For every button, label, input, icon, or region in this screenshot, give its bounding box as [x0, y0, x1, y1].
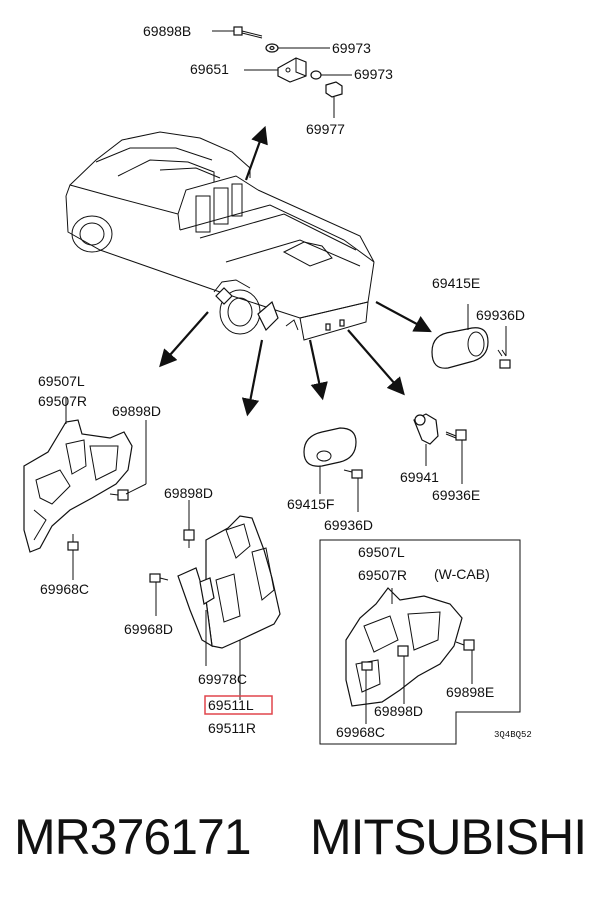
bolt-69898D-center-icon	[183, 529, 195, 548]
nut-69977-icon	[325, 81, 343, 98]
label-69898D-center: 69898D	[164, 485, 213, 501]
label-69507R-left: 69507R	[38, 393, 87, 409]
label-69898D-inset: 69898D	[374, 703, 423, 719]
bracket-69651-icon	[277, 57, 307, 83]
label-69507R-inset: 69507R	[358, 567, 407, 583]
top-hardware-group: 69898B 69973 69651 69973 69977	[143, 23, 393, 137]
label-69651: 69651	[190, 61, 229, 77]
brand-name: MITSUBISHI	[310, 809, 587, 865]
label-69941: 69941	[400, 469, 439, 485]
label-69973-lower: 69973	[354, 66, 393, 82]
label-69936D-right: 69936D	[476, 307, 525, 323]
label-69978C: 69978C	[198, 671, 247, 687]
screw-69936D-center-icon	[343, 469, 363, 479]
clip-69968C-inset-icon	[361, 661, 373, 671]
label-69898E: 69898E	[446, 684, 494, 700]
bolt-69898E-icon	[455, 639, 475, 651]
label-69507L-left: 69507L	[38, 373, 85, 389]
label-69936E: 69936E	[432, 487, 480, 503]
clip-69968C-left-icon	[67, 534, 79, 551]
label-69973-upper: 69973	[332, 40, 371, 56]
part-number: MR376171	[14, 809, 252, 865]
clip-69941-icon	[413, 413, 439, 445]
splash-shield-left-group: 69507L 69507R 69898D 69968C	[23, 373, 161, 597]
label-69415F: 69415F	[287, 496, 334, 512]
label-69968C-inset: 69968C	[336, 724, 385, 740]
label-69968C-left: 69968C	[40, 581, 89, 597]
mudguard-69511-group: 69898D 69968D 69978C 69511L 69511R	[124, 485, 281, 736]
bolt-69898D-inset-icon	[397, 645, 409, 657]
callout-arrows	[159, 125, 432, 417]
clip-69968D-icon	[149, 573, 169, 583]
clip-group: 69941 69936E	[400, 413, 480, 503]
label-69968D: 69968D	[124, 621, 173, 637]
label-69898D-left: 69898D	[112, 403, 161, 419]
label-w-cab: (W-CAB)	[434, 566, 490, 582]
pickup-truck-illustration	[65, 131, 375, 341]
label-69415E: 69415E	[432, 275, 480, 291]
footer: MR376171 MITSUBISHI	[0, 808, 600, 878]
label-69977: 69977	[306, 121, 345, 137]
screw-69936E-icon	[445, 429, 467, 441]
label-69936D-center: 69936D	[324, 517, 373, 533]
w-cab-inset: 69507L 69507R (W-CAB) 69898E 69898D 6996…	[319, 539, 521, 745]
lamp-69415F-group: 69415F 69936D	[287, 427, 373, 533]
bolt-69898D-left-icon	[109, 489, 129, 501]
inset-frame	[319, 539, 521, 745]
label-69511L[interactable]: 69511L	[208, 697, 254, 713]
label-69507L-inset: 69507L	[358, 544, 405, 560]
screw-69936D-icon	[497, 349, 511, 369]
bolt-69898B-icon	[233, 26, 263, 39]
diagram-code: 3Q4BQ52	[494, 730, 532, 740]
highlight-box-69511L	[204, 695, 273, 715]
label-69511R: 69511R	[208, 720, 256, 736]
washer-icon	[310, 70, 322, 80]
label-69898B: 69898B	[143, 23, 191, 39]
lamp-69415E-group: 69415E 69936D	[431, 275, 525, 369]
